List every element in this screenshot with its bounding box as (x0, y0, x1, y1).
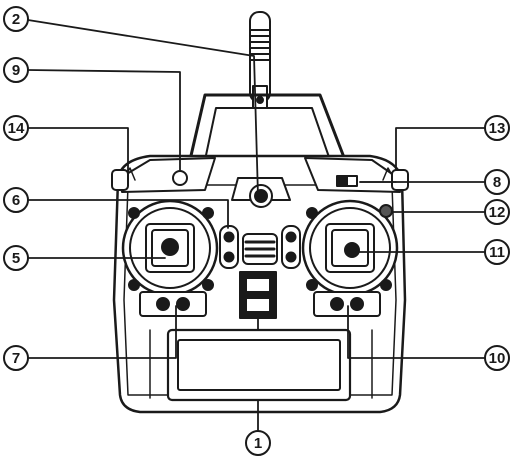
svg-text:2: 2 (12, 11, 20, 28)
center-mode-switch[interactable] (239, 271, 277, 439)
right-side-clip (391, 169, 409, 191)
callout-10: 10 (484, 345, 510, 371)
callout-8: 8 (484, 169, 510, 195)
svg-text:11: 11 (489, 244, 505, 261)
callout-9: 9 (3, 57, 29, 83)
left-trim-buttons[interactable] (219, 225, 239, 269)
callout-7: 7 (3, 345, 29, 371)
callout-11: 11 (484, 239, 510, 265)
center-grille (242, 233, 278, 265)
callout-1: 1 (245, 430, 271, 456)
power-indicator-led (172, 170, 188, 186)
svg-text:6: 6 (12, 192, 20, 209)
callout-2: 2 (3, 6, 29, 32)
svg-text:13: 13 (489, 120, 506, 137)
left-control-stick[interactable] (121, 199, 219, 297)
left-side-clip (111, 169, 129, 191)
callout-13: 13 (484, 115, 510, 141)
right-control-stick[interactable] (301, 199, 399, 297)
svg-text:1: 1 (254, 435, 262, 452)
svg-text:5: 5 (12, 250, 20, 267)
callout-14: 14 (3, 115, 29, 141)
svg-text:9: 9 (12, 62, 20, 79)
right-bottom-buttons[interactable] (313, 291, 381, 317)
callout-12: 12 (484, 199, 510, 225)
svg-text:10: 10 (489, 350, 506, 367)
callout-5: 5 (3, 245, 29, 271)
svg-text:14: 14 (8, 120, 25, 137)
right-trim-buttons[interactable] (281, 225, 301, 269)
svg-text:7: 7 (12, 350, 20, 367)
svg-text:8: 8 (493, 174, 501, 191)
carry-handle (188, 93, 347, 162)
callout-markers: 2 9 14 6 5 7 13 8 (3, 6, 510, 456)
left-bottom-buttons[interactable] (139, 291, 207, 317)
callout-6: 6 (3, 187, 29, 213)
battery-compartment (149, 328, 373, 402)
leader-lines (27, 19, 497, 359)
svg-text:12: 12 (489, 204, 506, 221)
